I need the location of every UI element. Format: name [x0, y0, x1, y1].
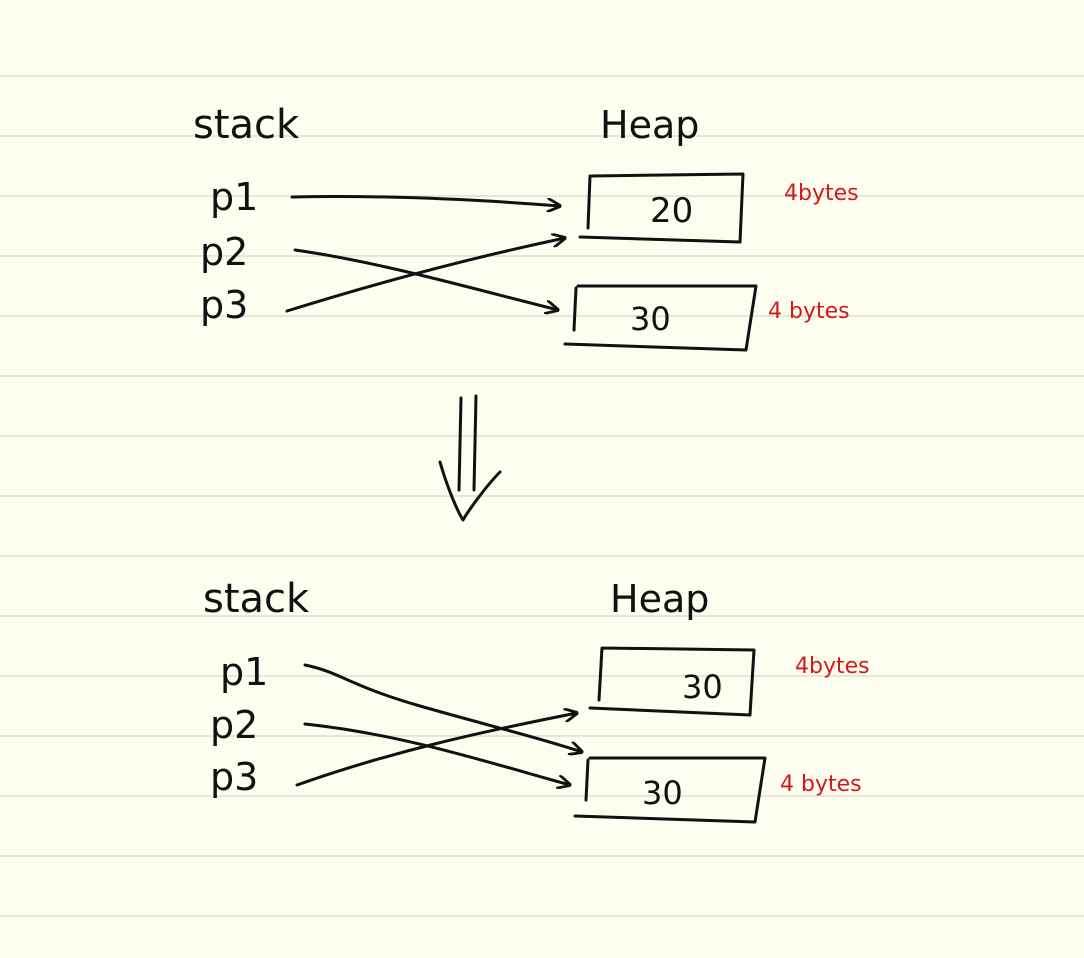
pointer-arrow [293, 248, 558, 310]
heap-value: 30 [682, 668, 723, 706]
pointer-p3: p3 [210, 755, 258, 799]
size-annotation: 4bytes [795, 654, 870, 679]
heap-cell [573, 756, 767, 824]
pointer-arrow [303, 722, 570, 785]
pointer-p2: p2 [210, 703, 258, 747]
ruled-line [0, 375, 1084, 377]
size-annotation: 4bytes [784, 181, 859, 206]
ruled-line [0, 75, 1084, 77]
pointer-arrow [303, 663, 582, 752]
ruled-line [0, 555, 1084, 557]
ruled-line [0, 135, 1084, 137]
ruled-line [0, 195, 1084, 197]
ruled-line [0, 735, 1084, 737]
pointer-p1: p1 [210, 175, 258, 219]
heap-label: Heap [600, 103, 699, 147]
ruled-line [0, 795, 1084, 797]
ruled-line [0, 855, 1084, 857]
heap-value: 20 [650, 191, 693, 231]
stack-label: stack [193, 102, 300, 148]
pointer-arrow [295, 713, 577, 787]
heap-cell [588, 646, 756, 717]
pointer-p1: p1 [220, 650, 268, 694]
heap-label: Heap [610, 577, 709, 621]
diagram-after: stack Heap p1 p2 p3 30 30 4bytes 4 bytes [203, 576, 870, 824]
ruled-line [0, 255, 1084, 257]
diagram-before: stack Heap p1 p2 p3 20 30 4bytes 4 bytes [193, 102, 859, 352]
size-annotation: 4 bytes [780, 772, 862, 797]
ruled-line [0, 675, 1084, 677]
pointer-p3: p3 [200, 283, 248, 327]
pointer-arrow [285, 238, 565, 313]
pointer-arrow [290, 194, 560, 206]
size-annotation: 4 bytes [768, 299, 850, 324]
heap-cell [563, 284, 758, 352]
heap-value: 30 [642, 774, 683, 812]
ruled-line [0, 915, 1084, 917]
stack-label: stack [203, 576, 310, 622]
ruled-line [0, 315, 1084, 317]
transition-arrow [438, 394, 502, 522]
heap-cell [578, 172, 745, 244]
pointer-p2: p2 [200, 230, 248, 274]
ruled-line [0, 435, 1084, 437]
ruled-line [0, 615, 1084, 617]
ruled-line [0, 495, 1084, 497]
heap-value: 30 [630, 300, 671, 338]
